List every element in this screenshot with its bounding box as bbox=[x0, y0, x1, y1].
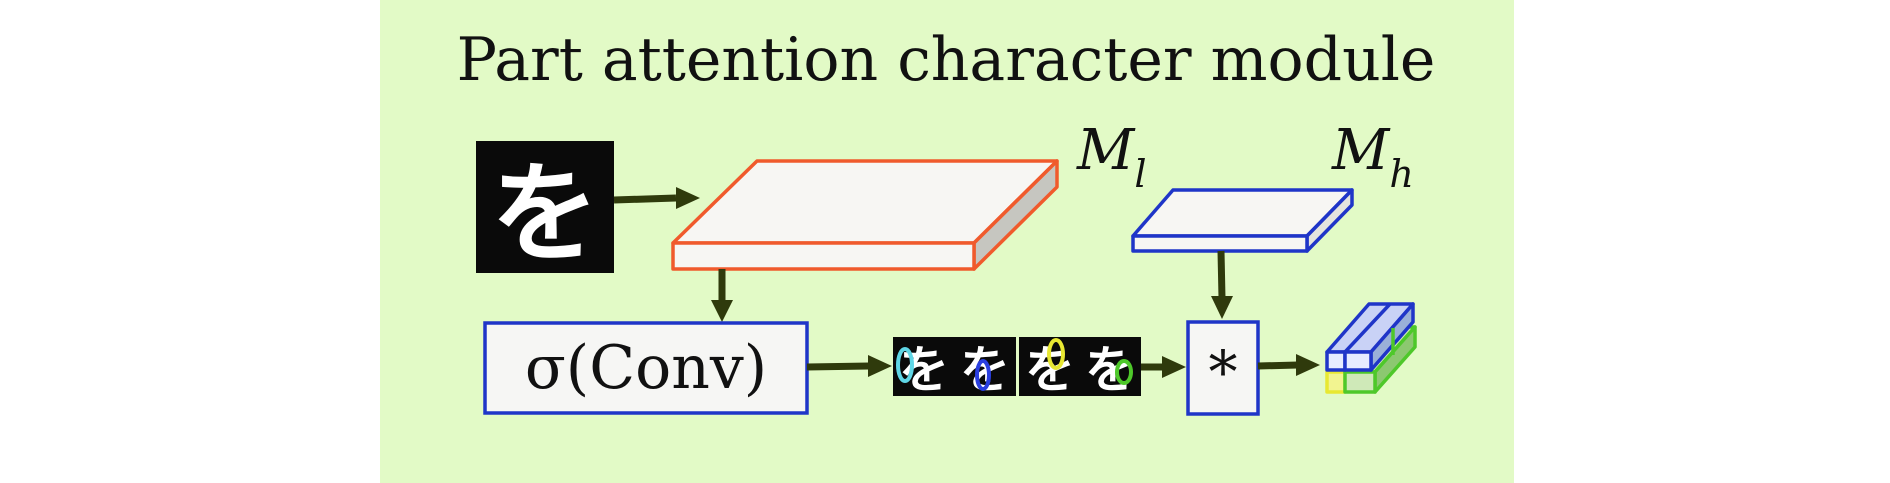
attention-region-yellow bbox=[1047, 338, 1065, 370]
arrow-conv-to-attention bbox=[806, 355, 892, 377]
attention-maps: を を を を bbox=[893, 337, 1141, 399]
attention-region-green bbox=[1115, 359, 1133, 385]
conv-box bbox=[483, 321, 809, 415]
attention-map-bg-right bbox=[1019, 337, 1141, 396]
low-level-feature-block bbox=[671, 159, 1059, 271]
multiply-label: * bbox=[1209, 338, 1238, 406]
multiply-box bbox=[1186, 320, 1260, 416]
mh-label: Mh bbox=[1331, 118, 1414, 196]
output-feature-stack bbox=[1325, 302, 1417, 394]
arrow-ml-to-conv bbox=[711, 269, 733, 322]
attention-region-cyan bbox=[896, 347, 914, 383]
arrow-input-to-ml bbox=[613, 187, 700, 209]
high-level-feature-block bbox=[1131, 188, 1354, 253]
conv-label: σ(Conv) bbox=[525, 333, 767, 403]
diagram-title: Part attention character module bbox=[457, 25, 1436, 95]
attention-glyph-4: を bbox=[1085, 341, 1135, 399]
input-character-image bbox=[476, 141, 614, 273]
ml-label: Ml bbox=[1076, 118, 1147, 196]
arrow-attention-to-multiply bbox=[1141, 356, 1186, 378]
attention-region-blue bbox=[975, 359, 991, 391]
arrow-multiply-to-output bbox=[1257, 354, 1320, 376]
input-character-glyph: を bbox=[491, 152, 599, 277]
arrow-mh-to-multiply bbox=[1211, 250, 1233, 319]
